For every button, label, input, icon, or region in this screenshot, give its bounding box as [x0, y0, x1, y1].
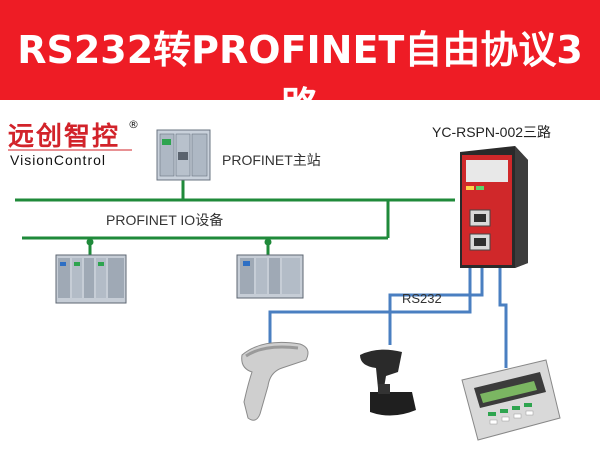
gateway-model-label: YC-RSPN-002三路 — [432, 124, 552, 140]
profinet-io-device-label: PROFINET IO设备 — [106, 212, 224, 228]
banner-title: RS232转PROFINET自由协议3路 — [17, 28, 583, 128]
rs232-line-2 — [498, 262, 508, 368]
io-device-2-rack — [236, 254, 304, 299]
rs232-line-3 — [268, 262, 472, 345]
logo-english-text: VisionControl — [10, 152, 107, 168]
rs232-line-1 — [388, 260, 484, 345]
logo-registered-mark: ® — [128, 118, 139, 131]
weighing-indicator — [461, 359, 561, 441]
profinet-master-plc — [156, 129, 211, 181]
gateway-device — [460, 146, 528, 268]
handheld-barcode-scanner — [241, 341, 309, 421]
io-device-1-node — [86, 238, 94, 246]
rs232-label: RS232 — [402, 291, 442, 306]
io-device-1-rack — [55, 254, 127, 304]
title-banner: RS232转PROFINET自由协议3路 — [0, 0, 600, 128]
rs232-serial-lines — [268, 260, 508, 368]
logo-chinese-text: 远创智控 — [8, 122, 121, 152]
profinet-master-label: PROFINET主站 — [222, 152, 321, 168]
profinet-network-lines — [15, 180, 455, 255]
io-device-2-node — [264, 238, 272, 246]
desktop-barcode-scanner — [360, 349, 416, 416]
